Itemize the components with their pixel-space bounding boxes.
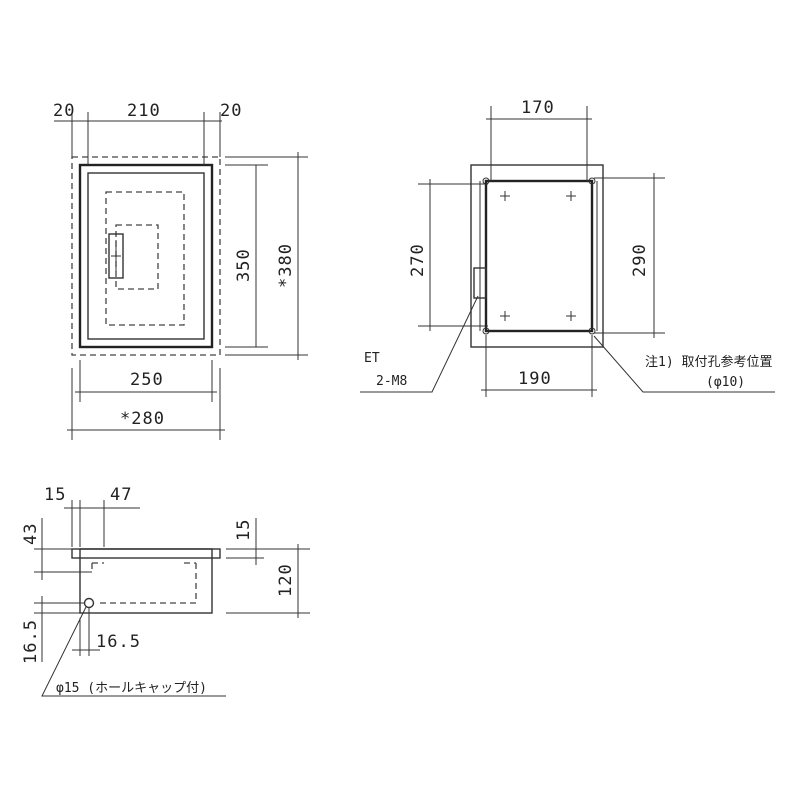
back-body-outline	[470, 164, 604, 348]
note-et: ET	[364, 351, 380, 366]
front-inner-panel	[105, 191, 185, 326]
dim-side-left-16-5: 16.5	[21, 619, 41, 664]
dim-side-top-47: 47	[110, 485, 132, 505]
dim-back-top-width: 170	[521, 98, 555, 118]
note-mount-hole: (φ10)	[706, 375, 745, 390]
dim-front-top-right: 20	[220, 101, 242, 121]
dim-front-top-center: 210	[127, 101, 161, 121]
dim-front-top-left: 20	[53, 101, 75, 121]
dim-side-left-43: 43	[21, 523, 41, 545]
dim-side-right-120: 120	[276, 563, 296, 597]
side-body-outline	[79, 548, 213, 614]
dim-side-right-15: 15	[234, 519, 254, 541]
dim-side-bottom-16-5: 16.5	[96, 632, 141, 652]
dim-back-left-height: 270	[408, 243, 428, 277]
note-mount-position: 注1) 取付孔参考位置	[645, 354, 772, 370]
leader-et	[360, 295, 479, 393]
note-screw: 2-M8	[376, 374, 407, 389]
front-view: 20 210 20 350 *380 250 *280	[53, 101, 308, 440]
front-body-outline	[78, 163, 214, 349]
back-latch	[473, 267, 487, 299]
back-view: 170 270 290 190 ET 2-M8 注1) 取付孔参考位置 (φ10…	[360, 98, 775, 397]
leader-mount-hole	[593, 335, 775, 393]
dim-front-width-inner: 250	[130, 370, 164, 390]
dim-back-bottom-width: 190	[518, 369, 552, 389]
mount-hole-marks	[482, 177, 596, 335]
back-panel-outline	[484, 179, 594, 333]
front-door-handle	[108, 233, 124, 279]
side-cable-hole	[83, 597, 95, 609]
dim-side-top-15: 15	[44, 485, 66, 505]
front-flange-outline	[71, 156, 221, 356]
leader-hole	[41, 606, 226, 697]
front-door-outline	[87, 172, 205, 340]
side-flange	[71, 548, 221, 559]
dim-back-right-height: 290	[630, 243, 650, 277]
dim-front-width-outer: *280	[120, 409, 165, 429]
side-view: 15 47 43 15 120 16.5 16.5 φ15 (ホールキャップ付)	[21, 485, 310, 697]
dim-front-height-outer: *380	[276, 243, 296, 288]
dim-front-height-inner: 350	[234, 248, 254, 282]
note-hole: φ15 (ホールキャップ付)	[56, 681, 207, 696]
